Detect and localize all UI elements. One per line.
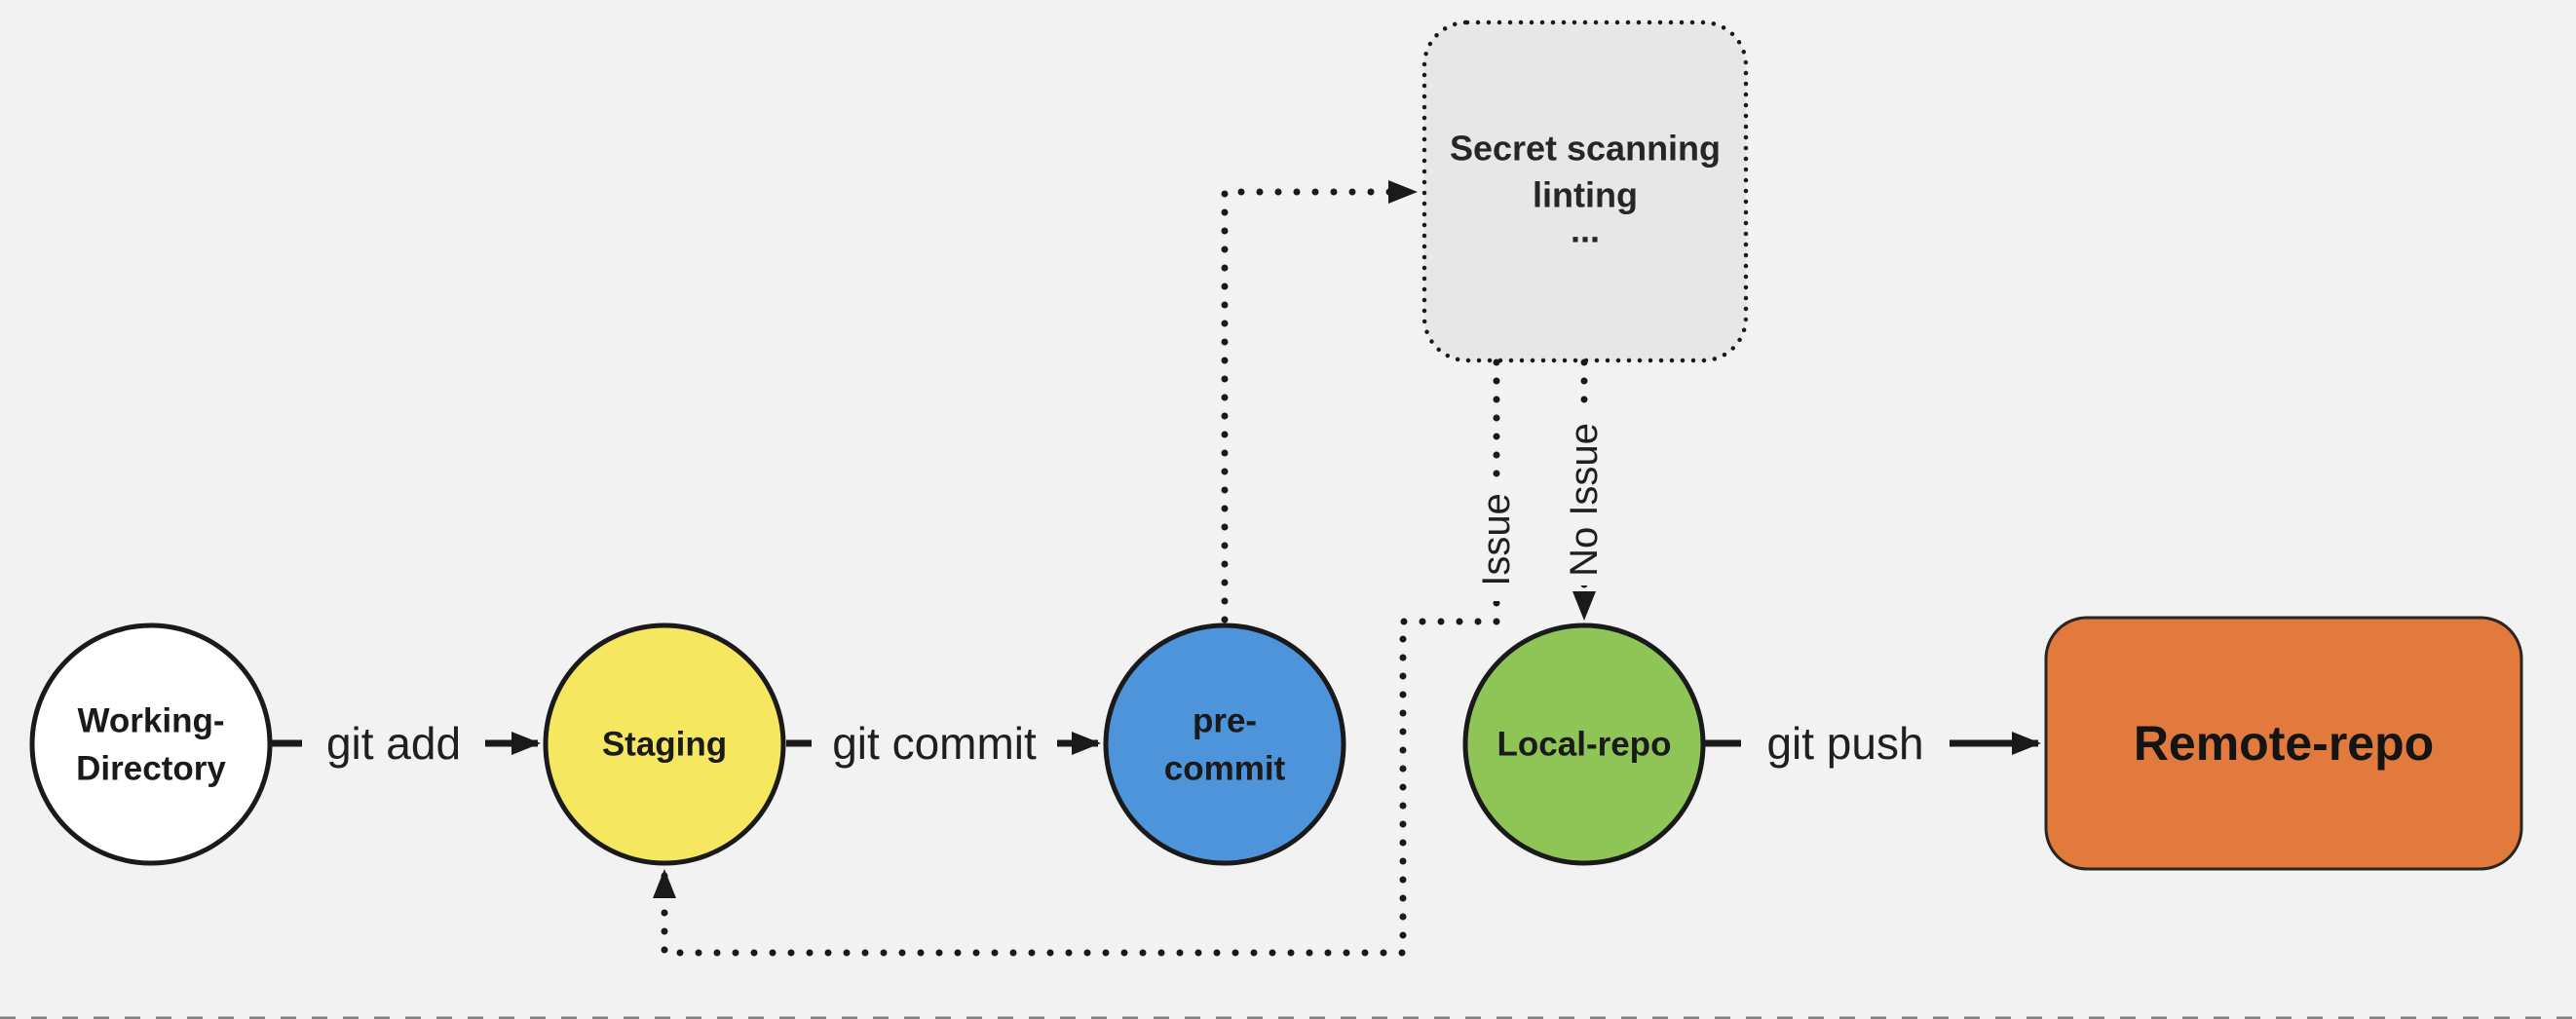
issue-edge: Issue xyxy=(653,359,1521,957)
git-push-edge: git push xyxy=(1705,717,2041,770)
issue-arrow xyxy=(653,359,1500,957)
staging-node: Staging xyxy=(543,623,786,866)
checks-box-label-line2: linting xyxy=(1533,175,1638,215)
working-directory-label-line1: Working- xyxy=(77,702,224,740)
no-issue-label: No Issue xyxy=(1563,423,1606,577)
working-directory-shape xyxy=(29,623,273,866)
pre-commit-shape xyxy=(1103,623,1346,866)
pre-commit-to-checks-arrow xyxy=(1221,180,1419,623)
local-repo-shape xyxy=(1462,623,1706,866)
pre-commit-node: pre- commit xyxy=(1103,623,1346,866)
local-repo-node: Local-repo xyxy=(1462,623,1706,866)
no-issue-edge: No Issue xyxy=(1560,359,1609,622)
no-issue-label-bg xyxy=(1560,414,1609,585)
remote-repo-shape xyxy=(2044,616,2523,871)
staging-label: Staging xyxy=(602,726,727,764)
git-push-label: git push xyxy=(1766,718,1923,769)
pre-commit-to-checks-edge xyxy=(1221,180,1419,623)
remote-repo-node: Remote-repo xyxy=(2044,616,2523,871)
local-repo-label: Local-repo xyxy=(1497,726,1672,764)
git-add-label: git add xyxy=(326,718,461,769)
remote-repo-label: Remote-repo xyxy=(2134,716,2434,771)
pre-commit-label-line1: pre- xyxy=(1193,702,1257,740)
git-commit-label: git commit xyxy=(832,718,1037,769)
checks-box-label-line3: ... xyxy=(1571,210,1600,250)
staging-shape xyxy=(543,623,786,866)
working-directory-label-line2: Directory xyxy=(76,750,226,788)
git-commit-label-bg xyxy=(812,717,1057,770)
git-add-edge: git add xyxy=(272,717,541,770)
git-push-label-bg xyxy=(1741,717,1950,770)
pre-commit-label-line2: commit xyxy=(1164,750,1286,788)
working-directory-node: Working- Directory xyxy=(29,623,273,866)
git-commit-edge: git commit xyxy=(786,717,1101,770)
issue-label-bg xyxy=(1472,478,1521,601)
checks-box-label-line1: Secret scanning xyxy=(1450,129,1721,169)
git-add-label-bg xyxy=(302,717,485,770)
checks-box-node: Secret scanning linting ... xyxy=(1421,19,1749,363)
issue-label: Issue xyxy=(1475,493,1518,586)
